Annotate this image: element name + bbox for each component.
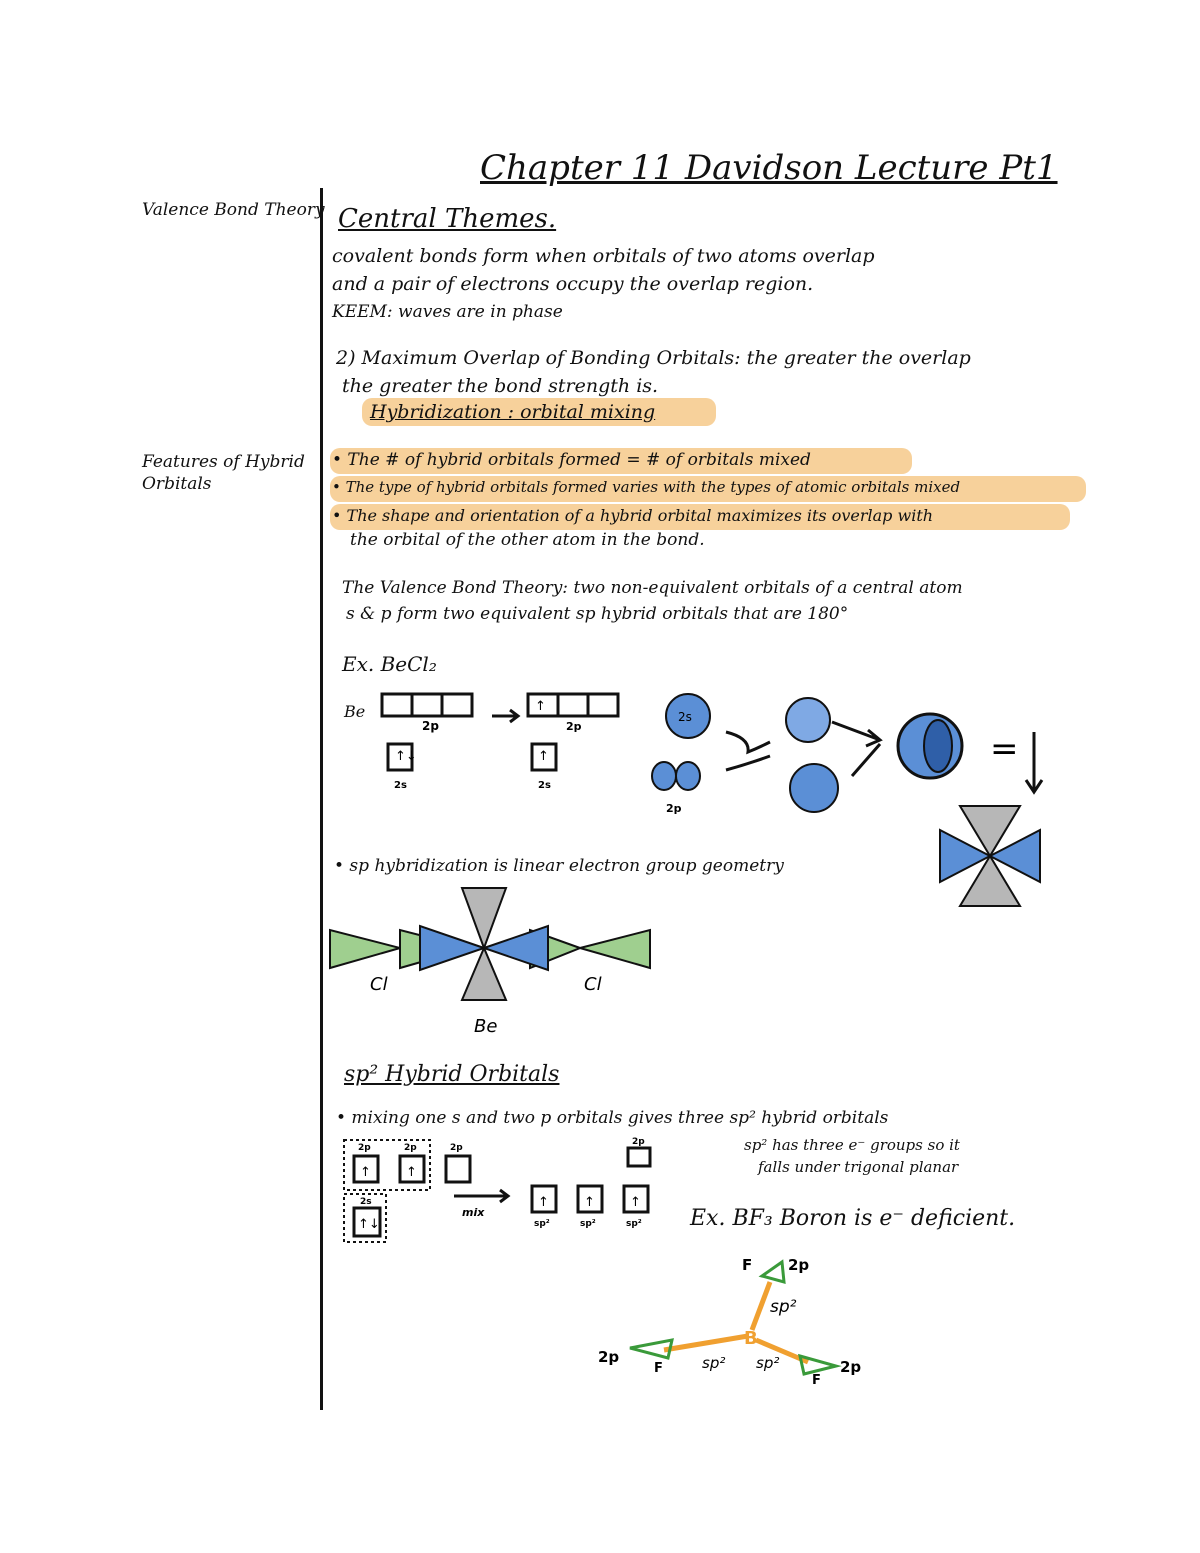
curved-arrow-2-icon bbox=[725, 754, 771, 772]
orbital-2s-label: 2s bbox=[678, 710, 692, 724]
be-exc-2s-electron: ↑ bbox=[538, 749, 549, 764]
central-themes-line-1: covalent bonds form when orbitals of two… bbox=[332, 245, 875, 267]
sp2-hybrid-electron-2: ↑ bbox=[584, 1195, 595, 1210]
bf3-sp2-top: sp² bbox=[770, 1297, 797, 1317]
be-2s-electrons: ↑↓ bbox=[395, 749, 417, 764]
cl-right-label: Cl bbox=[584, 974, 602, 995]
max-overlap-line-3: Hybridization : orbital mixing bbox=[370, 401, 656, 423]
bf3-2p-top: 2p bbox=[788, 1256, 809, 1274]
mixed-orbitals-dashed-box bbox=[343, 1139, 431, 1191]
bf3-example: Ex. BF₃ Boron is e⁻ deficient. bbox=[690, 1206, 1016, 1231]
sidebar-label-features-2: Orbitals bbox=[142, 474, 212, 494]
bf3-sp2-right: sp² bbox=[756, 1354, 779, 1372]
highlight-feature-3 bbox=[330, 504, 1070, 530]
sp2-box-label-2p-1: 2p bbox=[358, 1143, 371, 1153]
sp-combined-inner bbox=[923, 719, 953, 773]
sp2-line-1: • mixing one s and two p orbitals gives … bbox=[336, 1108, 889, 1128]
sidebar-label-valence-bond-theory: Valence Bond Theory bbox=[142, 200, 325, 220]
equals-sign: = bbox=[990, 729, 1019, 769]
sp2-label-3: sp² bbox=[626, 1219, 642, 1229]
bf3-f-top: F bbox=[742, 1256, 752, 1274]
cl-left-label: Cl bbox=[370, 974, 388, 995]
be-2p-boxes bbox=[380, 692, 620, 772]
max-overlap-line-1: 2) Maximum Overlap of Bonding Orbitals: … bbox=[336, 347, 971, 369]
bf3-sp2-left: sp² bbox=[702, 1354, 725, 1372]
sp-linear-note: • sp hybridization is linear electron gr… bbox=[334, 856, 784, 876]
bf3-f-left: F bbox=[654, 1361, 663, 1376]
orbital-2s-circle bbox=[665, 693, 711, 739]
arrow-icon-2 bbox=[831, 720, 883, 748]
sp2-box-label-2p-2: 2p bbox=[404, 1143, 417, 1153]
highlight-feature-1 bbox=[330, 448, 912, 474]
max-overlap-line-2: the greater the bond strength is. bbox=[342, 375, 659, 397]
sp2-note-2: falls under trigonal planar bbox=[758, 1158, 959, 1176]
becl2-overlap-diagram bbox=[329, 887, 651, 1001]
central-themes-line-3: KEEM: waves are in phase bbox=[332, 302, 563, 322]
bf3-boron-label: B bbox=[744, 1328, 758, 1349]
sp-orbital-set bbox=[939, 805, 1041, 907]
sp2-heading: sp² Hybrid Orbitals bbox=[344, 1062, 560, 1087]
sp2-2s-electrons: ↑↓ bbox=[358, 1217, 380, 1232]
orbital-2p-lobe-right bbox=[675, 761, 701, 791]
be-exc-2p-electron: ↑ bbox=[535, 699, 546, 714]
highlight-feature-2 bbox=[330, 476, 1086, 502]
orbital-2p-label: 2p bbox=[666, 802, 682, 815]
sp2-hybrid-electron-1: ↑ bbox=[538, 1195, 549, 1210]
bf3-structure bbox=[629, 1259, 842, 1376]
sp2-2p-electron-2: ↑ bbox=[406, 1165, 417, 1180]
sp2-box-label-2p-3: 2p bbox=[450, 1143, 463, 1153]
vbt-line-2: s & p form two equivalent sp hybrid orbi… bbox=[346, 604, 849, 624]
central-themes-line-2: and a pair of electrons occupy the overl… bbox=[332, 273, 814, 295]
sp2-label-1: sp² bbox=[534, 1219, 550, 1229]
feature-bullet-3: • The shape and orientation of a hybrid … bbox=[332, 506, 934, 525]
becl2-example: Ex. BeCl₂ bbox=[342, 652, 437, 676]
curved-arrow-icon bbox=[725, 730, 771, 755]
vbt-line-1: The Valence Bond Theory: two non-equival… bbox=[342, 578, 963, 598]
sp2-hybrid-electron-3: ↑ bbox=[630, 1195, 641, 1210]
s-orbital-dashed-box bbox=[343, 1193, 387, 1243]
sp2-2p-electron-1: ↑ bbox=[360, 1165, 371, 1180]
be-2s-label: 2s bbox=[394, 780, 407, 791]
sp2-orbital-boxes bbox=[352, 1146, 652, 1238]
highlight-hybridization bbox=[362, 398, 716, 426]
sp2-box-label-2p-4: 2p bbox=[632, 1137, 645, 1147]
be-center-label: Be bbox=[474, 1016, 497, 1037]
be-2p-label: 2p bbox=[422, 719, 439, 733]
sp2-note-1: sp² has three e⁻ groups so it bbox=[744, 1136, 960, 1154]
feature-bullet-2: • The type of hybrid orbitals formed var… bbox=[332, 478, 961, 496]
bf3-2p-right: 2p bbox=[840, 1358, 861, 1376]
sp2-box-label-2s: 2s bbox=[360, 1197, 372, 1207]
be-exc-2s-label: 2s bbox=[538, 780, 551, 791]
arrow-right-icon bbox=[492, 708, 521, 724]
sp-hybrid-top bbox=[785, 697, 831, 743]
be-label-config: Be bbox=[344, 702, 366, 721]
bf3-2p-left: 2p bbox=[598, 1348, 619, 1366]
mix-label: mix bbox=[462, 1206, 485, 1219]
page-title: Chapter 11 Davidson Lecture Pt1 bbox=[480, 148, 1058, 188]
arrow-down-icon bbox=[1024, 732, 1044, 795]
arrow-icon-3 bbox=[850, 743, 882, 777]
orbital-2p-lobe-left bbox=[651, 761, 677, 791]
sidebar-label-features-1: Features of Hybrid bbox=[142, 452, 305, 472]
bf3-f-right: F bbox=[812, 1373, 821, 1388]
sp2-label-2: sp² bbox=[580, 1219, 596, 1229]
be-exc-2p-label: 2p bbox=[566, 720, 582, 733]
margin-divider bbox=[320, 188, 323, 1410]
feature-bullet-3b: the orbital of the other atom in the bon… bbox=[350, 530, 705, 550]
central-themes-heading: Central Themes. bbox=[338, 204, 557, 234]
feature-bullet-1: • The # of hybrid orbitals formed = # of… bbox=[332, 450, 811, 470]
sp-hybrid-bottom bbox=[789, 763, 839, 813]
mix-arrow-icon bbox=[454, 1188, 511, 1204]
